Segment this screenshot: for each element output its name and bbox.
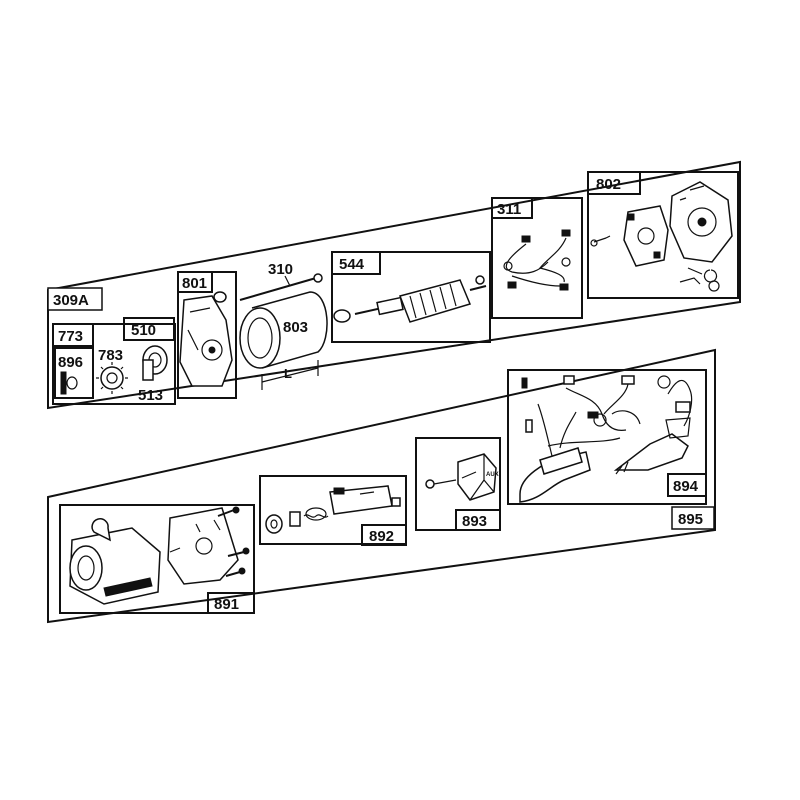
- part-label-896: 896: [58, 354, 83, 371]
- part-label-892: 892: [369, 528, 394, 545]
- group-outline-309A: [47, 160, 741, 410]
- switch-icon: AUX: [425, 453, 499, 501]
- part-label-783: 783: [98, 347, 123, 364]
- part-box-773: 773 510 896 783 513: [52, 317, 176, 405]
- group-label-309A: 309A: [53, 292, 89, 309]
- part-label-510: 510: [131, 322, 156, 339]
- part-box-802: 802: [587, 171, 739, 299]
- part-label-803: 803: [283, 319, 308, 336]
- part-label-513: 513: [138, 387, 163, 404]
- part-label-310: 310: [268, 261, 293, 278]
- armature-icon: [333, 275, 487, 323]
- part-label-311: 311: [497, 201, 521, 218]
- through-bolt-icon: [239, 277, 317, 301]
- group-label-895: 895: [678, 511, 703, 528]
- group-label-box-895: [671, 506, 715, 530]
- part-label-891: 891: [214, 596, 239, 613]
- dimension-label-L: L: [284, 366, 292, 381]
- pinion-icon: [142, 345, 168, 381]
- part-label-544: 544: [339, 256, 365, 273]
- motor-housing-icon: 803 L: [239, 291, 328, 390]
- brush-holder-icon: [590, 205, 669, 267]
- part-box-891: 891: [59, 504, 255, 614]
- part-label-893: 893: [462, 513, 487, 530]
- group-label-box-309A: [47, 287, 103, 311]
- brush-set-icon: [503, 229, 571, 291]
- svg-text:AUX: AUX: [486, 472, 499, 478]
- group-outline-895: [47, 348, 716, 624]
- wiring-harness-icon: [519, 375, 693, 503]
- end-cap-icon: [179, 295, 233, 387]
- end-cap-icon: [669, 181, 733, 292]
- part-label-773: 773: [58, 328, 83, 345]
- part-box-311: 311: [491, 197, 583, 319]
- part-box-801: 801: [177, 271, 237, 399]
- solenoid-icon: [265, 485, 401, 534]
- starter-motor-icon: [69, 506, 250, 605]
- part-box-892: 892: [259, 475, 407, 546]
- part-box-894: 894: [507, 369, 707, 505]
- part-label-894: 894: [673, 478, 699, 495]
- part-box-893: 893 AUX: [415, 437, 501, 531]
- part-label-802: 802: [596, 176, 621, 193]
- gear-icon: [96, 362, 128, 394]
- part-box-544: 544: [331, 251, 491, 343]
- part-label-801: 801: [182, 275, 207, 292]
